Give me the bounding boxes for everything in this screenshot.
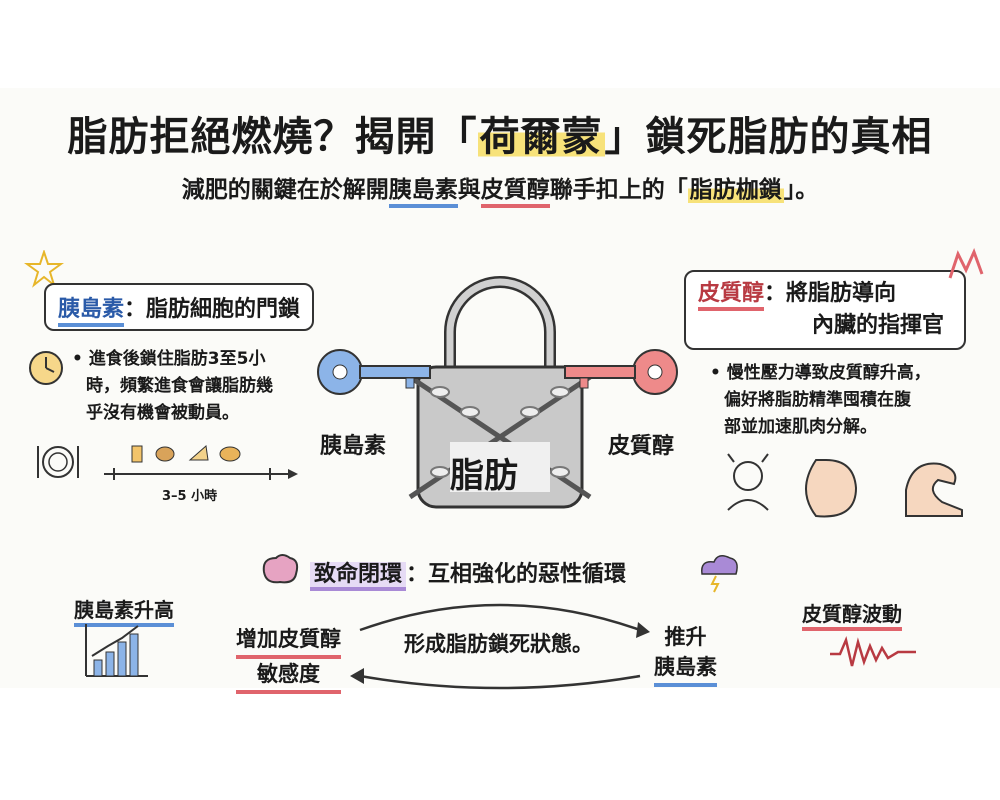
insulin-role: 脂肪細胞的門鎖 bbox=[146, 297, 301, 322]
plate-icon bbox=[37, 446, 79, 478]
brain-icon bbox=[262, 554, 299, 584]
title-highlight: 荷爾蒙 bbox=[477, 114, 605, 160]
storm-cloud-icon bbox=[701, 555, 738, 593]
lock-label: 脂肪 bbox=[450, 456, 518, 496]
cycle-right-node: 推升 胰島素 bbox=[654, 622, 717, 687]
padlock-illustration bbox=[317, 276, 678, 509]
cycle-left-node: 增加皮質醇 敏感度 bbox=[236, 624, 341, 694]
alert-burst-icon bbox=[948, 248, 984, 279]
belly-icon bbox=[805, 459, 858, 518]
rising-bar-chart-icon bbox=[85, 624, 148, 677]
stressed-person-icon bbox=[727, 453, 769, 511]
cortisol-title-box: 皮質醇：將脂肪導向 內臟的指揮官 bbox=[684, 270, 966, 350]
cortisol-name: 皮質醇 bbox=[698, 281, 765, 311]
insulin-name: 胰島素 bbox=[58, 297, 125, 327]
subtitle-cortisol: 皮質醇 bbox=[480, 177, 550, 208]
timeline-label: 3–5 小時 bbox=[162, 489, 218, 504]
page-subtitle: 減肥的關鍵在於解開胰島素與皮質醇聯手扣上的「脂肪枷鎖」。 bbox=[0, 170, 1000, 208]
cycle-arrows bbox=[350, 603, 650, 690]
side-right-label: 皮質醇波動 bbox=[802, 598, 902, 631]
fluctuation-wave-icon bbox=[830, 635, 916, 667]
page-title: 脂肪拒絕燃燒？揭開「荷爾蒙」鎖死脂肪的真相 bbox=[67, 114, 933, 160]
cycle-center-text: 形成脂肪鎖死狀態。 bbox=[404, 632, 593, 656]
subtitle-fatlock: 脂肪枷鎖 bbox=[687, 177, 784, 203]
left-key-label: 胰島素 bbox=[320, 434, 387, 459]
right-key-label: 皮質醇 bbox=[608, 434, 675, 459]
blue-key-icon bbox=[317, 349, 431, 395]
side-left-label: 胰島素升高 bbox=[74, 594, 174, 627]
muscle-arm-icon bbox=[905, 462, 963, 517]
insulin-bullet: • 進食後鎖住脂肪3至5小 時，頻繁進食會讓脂肪幾 乎沒有機會被動員。 bbox=[72, 349, 273, 423]
cycle-title-highlight: 致命閉環 bbox=[310, 562, 407, 591]
subtitle-insulin: 胰島素 bbox=[388, 177, 458, 208]
cycle-title: 致命閉環：互相強化的惡性循環 bbox=[310, 556, 626, 591]
meal-timeline bbox=[37, 445, 298, 480]
cortisol-bullet: • 慢性壓力導致皮質醇升高， 偏好將脂肪精準囤積在腹 部並加速肌肉分解。 bbox=[710, 363, 931, 437]
insulin-title-box: 胰島素：脂肪細胞的門鎖 bbox=[44, 283, 315, 331]
red-key-icon bbox=[564, 349, 678, 395]
star-icon bbox=[24, 250, 64, 288]
stress-body-icons bbox=[727, 453, 963, 518]
clock-icon bbox=[29, 351, 63, 385]
